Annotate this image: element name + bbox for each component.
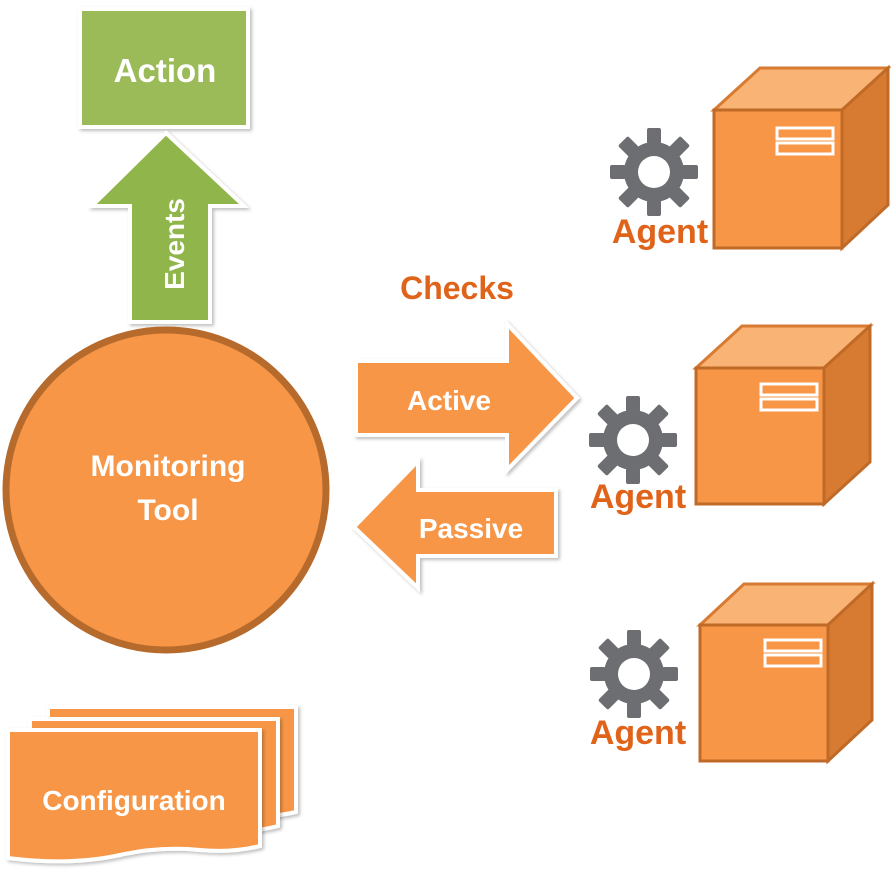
configuration-docs: Configuration <box>6 705 298 864</box>
passive-label: Passive <box>419 513 523 544</box>
agent-label-3: Agent <box>590 714 686 752</box>
configuration-label: Configuration <box>42 785 226 816</box>
agent-node-1: Agent <box>610 64 891 252</box>
passive-arrow: Passive <box>351 456 558 593</box>
monitoring-tool-line1: Monitoring <box>91 450 246 483</box>
action-box: Action <box>78 7 250 129</box>
gear-icon <box>589 396 677 484</box>
monitoring-tool-line2: Tool <box>137 494 198 527</box>
gear-icon <box>590 630 678 718</box>
gear-icon <box>610 128 698 216</box>
agent-label-2: Agent <box>590 478 686 516</box>
monitoring-tool-circle: Monitoring Tool <box>2 326 330 654</box>
agent-label-1: Agent <box>612 213 708 251</box>
events-label: Events <box>159 198 190 290</box>
agent-node-2: Agent <box>589 322 874 516</box>
agent-node-3: Agent <box>590 580 876 765</box>
server-box-icon <box>696 580 876 765</box>
active-arrow: Active <box>354 318 580 475</box>
active-label: Active <box>407 385 491 416</box>
checks-heading: Checks <box>400 270 514 306</box>
server-box-icon <box>710 64 891 252</box>
events-arrow: Events <box>87 130 250 324</box>
action-label: Action <box>114 52 217 89</box>
server-box-icon <box>692 322 874 508</box>
